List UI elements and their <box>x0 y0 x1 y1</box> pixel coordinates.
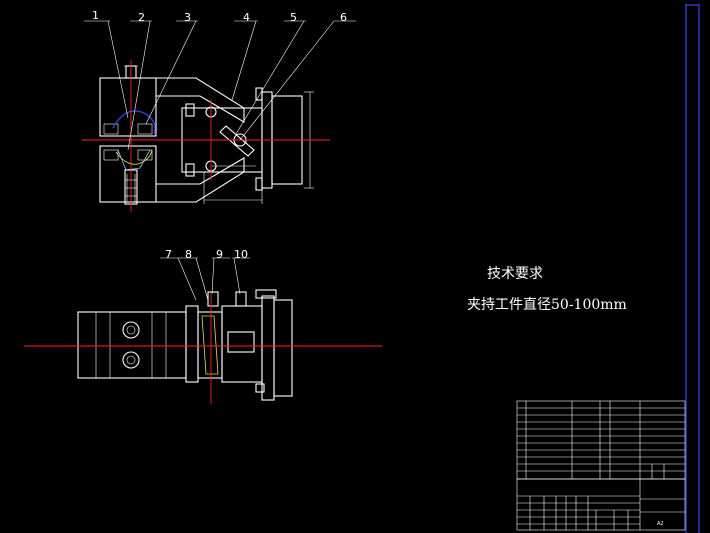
top-view <box>82 60 330 212</box>
callout-10: 10 <box>234 248 248 261</box>
callout-9: 9 <box>216 248 223 261</box>
callout-8: 8 <box>185 248 192 261</box>
callout-3: 3 <box>184 11 191 24</box>
sheet-size: A2 <box>657 521 664 527</box>
callout-6: 6 <box>340 11 347 24</box>
top-leaders <box>84 20 356 151</box>
drawing-frame <box>685 4 700 533</box>
bottom-leaders <box>160 257 250 301</box>
callout-1: 1 <box>92 9 99 22</box>
callout-4: 4 <box>243 11 250 24</box>
requirements-heading: 技术要求 <box>487 266 543 282</box>
front-view <box>24 289 382 404</box>
callout-5: 5 <box>290 11 297 24</box>
callout-2: 2 <box>138 11 145 24</box>
title-block <box>516 400 686 531</box>
callout-7: 7 <box>165 248 172 261</box>
requirements-line-1: 夹持工件直径50-100mm <box>467 296 627 313</box>
